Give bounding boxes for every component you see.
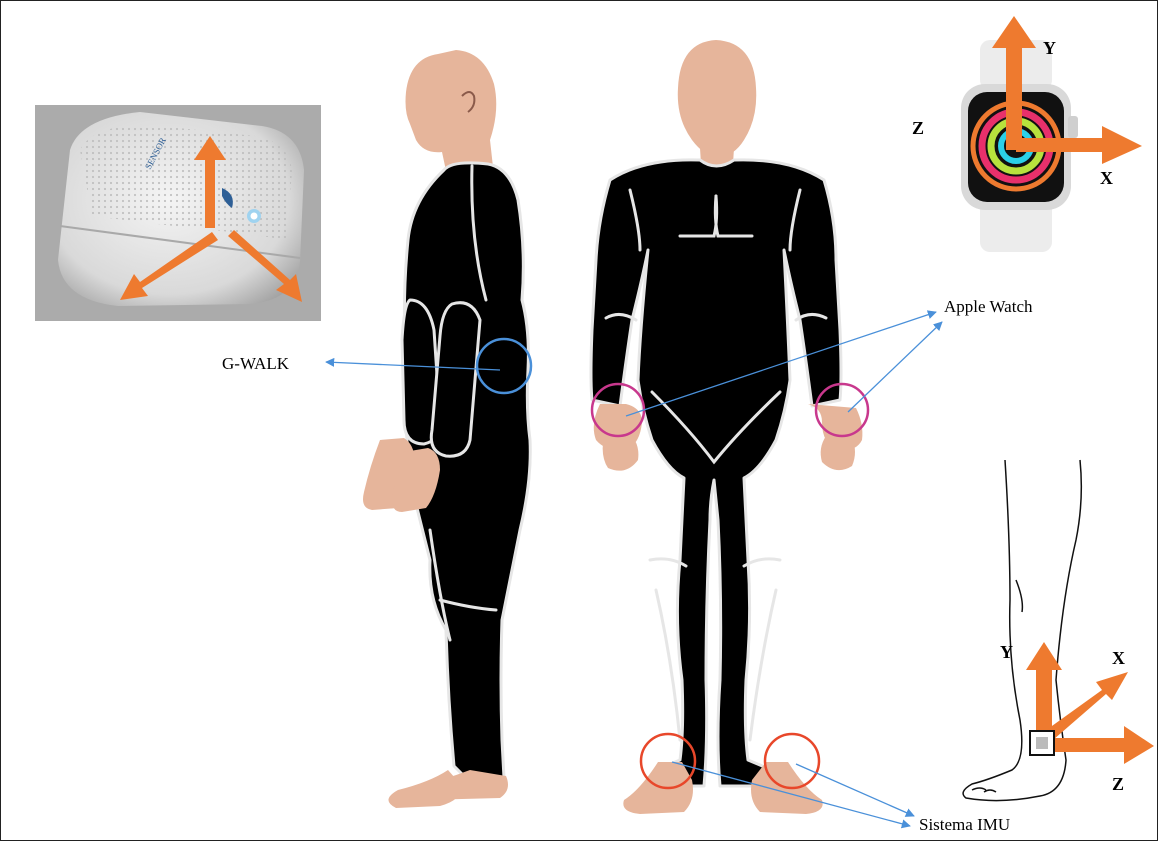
side-figure	[363, 50, 530, 808]
watch-leader-right	[848, 322, 942, 412]
imu-axes-icon	[1026, 642, 1154, 764]
watch-axis-y: Y	[1043, 38, 1056, 58]
apple-watch-label: Apple Watch	[944, 297, 1033, 316]
gwalk-device-icon: SENSOR	[35, 105, 321, 321]
watch-axis-x: X	[1100, 168, 1113, 188]
imu-label: Sistema IMU	[919, 815, 1010, 834]
ankle-axis-y: Y	[1000, 642, 1013, 662]
gwalk-label: G-WALK	[222, 354, 290, 373]
watch-axis-z: Z	[912, 118, 924, 138]
ankle-axis-x: X	[1112, 648, 1125, 668]
ankle-axis-z: Z	[1112, 774, 1124, 794]
